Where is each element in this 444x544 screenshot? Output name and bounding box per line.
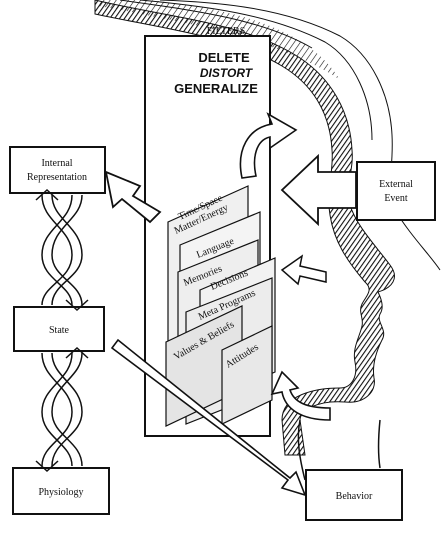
internal-representation-label-2: Representation [27,172,87,183]
external-event-box: External Event [356,161,436,221]
filter-delete: DELETE [198,50,250,65]
twist-internal-to-state [35,188,89,312]
filter-generalize: GENERALIZE [174,81,258,96]
filters-title: FILTERS [207,26,246,37]
arrow-external-to-filters [280,153,357,227]
physiology-label: Physiology [38,487,83,498]
internal-representation-label-1: Internal [41,158,72,169]
internal-representation-box: Internal Representation [9,146,106,194]
arrow-decisions [280,254,327,286]
state-label: State [49,325,70,336]
external-event-label-1: External [379,179,413,190]
external-event-label-2: Event [384,193,408,204]
arrow-state-to-behavior [110,338,307,497]
twist-state-to-physiology [35,346,89,473]
card-attitudes [221,325,273,425]
physiology-box: Physiology [12,467,110,515]
arrow-curve-top [239,112,298,179]
arrow-curve-bottom [270,370,331,421]
behavior-label: Behavior [336,491,373,502]
state-box: State [13,306,105,352]
filter-distort: DISTORT [200,66,254,80]
filter-cards: Time/Space Matter/Energy Language Memori… [165,185,276,427]
behavior-box: Behavior [305,469,403,521]
arrow-filters-to-internal-representation [104,170,162,224]
